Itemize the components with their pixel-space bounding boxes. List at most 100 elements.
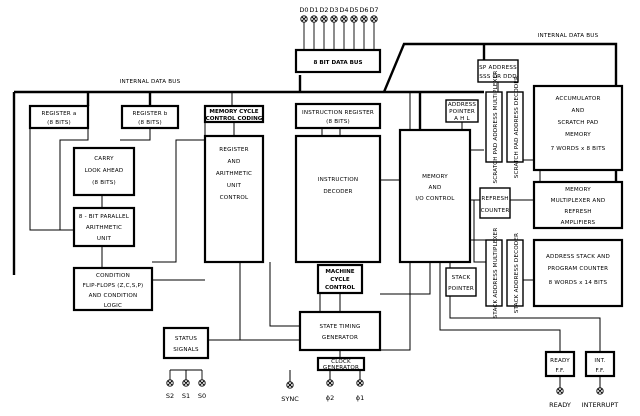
status-signals-block [162,326,210,360]
stack-pointer-line1: STACK [452,275,471,281]
memory-cycle-coding-line2: CONTROL CODING [206,116,263,122]
instruction-decoder-block [294,134,382,264]
register-a-block [28,104,90,130]
data-pin-symbols [300,15,378,50]
scratch-pad-mux-block [485,91,503,163]
pin-interrupt-label: INTERRUPT [582,401,619,409]
sp-address-line2: SSS OR DDD [479,74,516,80]
instruction-register-line1: INSTRUCTION REGISTER [302,110,374,116]
rau-line2: AND [228,159,241,165]
machine-cycle-control-block [316,263,364,295]
scratch-pad-decoder-label: SCRATCH PAD ADDRESS DECODER [514,76,520,178]
machine-cycle-line1: MACHINE [325,269,354,275]
pin-s0-label: S0 [198,392,206,400]
ready-ff-line1: READY [550,358,570,364]
condition-line2: FLIP-FLOPS (Z,C,S,P) [83,283,144,289]
int-ff-block [584,350,616,378]
stack-address-mux-label: STACK ADDRESS MULTIPLEXER [493,228,499,319]
decoder-line2: DECODER [323,189,352,195]
address-stack-line1: ADDRESS STACK AND [546,254,610,260]
stack-address-decoder-block [506,239,524,307]
memory-mux-line4: AMPLIFIERS [561,220,596,226]
rau-line1: REGISTER [219,147,248,153]
int-ff-line2: F.F. [596,368,605,374]
condition-flip-flops-block [72,266,154,312]
pin-s1-label: S1 [182,392,190,400]
mem-io-line1: MEMORY [422,174,448,180]
address-pointer-block [445,99,479,123]
address-pointer-line1: ADDRESS [448,102,477,108]
accumulator-line4: MEMORY [565,132,591,138]
mem-io-line2: AND [429,185,442,191]
instruction-register-block [294,102,382,130]
pin-sync-label: SYNC [281,395,299,403]
pin-d3-label: D3 [329,6,338,14]
scratch-pad-decoder-block [506,91,524,163]
decoder-line1: INSTRUCTION [318,177,359,183]
pin-phi2-label: ϕ2 [326,394,334,402]
accumulator-line1: ACCUMULATOR [555,96,600,102]
condition-line1: CONDITION [96,273,130,279]
data-pin-labels: D0 D1 D2 D3 D4 D5 D6 D7 [299,6,378,14]
internal-data-bus-label-right: INTERNAL DATA BUS [538,33,599,39]
data-bus-label: 8 BIT DATA BUS [314,60,363,66]
internal-data-bus-label-left: INTERNAL DATA BUS [120,79,181,85]
memory-cycle-coding-block [203,104,265,124]
ready-ff-line2: F.F. [556,368,565,374]
sp-address-line1: SP ADDRESS [479,65,517,71]
data-bus-block [294,48,382,74]
accumulator-block [532,84,624,172]
stack-address-mux-block [485,239,503,307]
pin-phi1-label: ϕ1 [356,394,364,402]
address-stack-line2: PROGRAM COUNTER [548,266,609,272]
state-timing-line2: GENERATOR [322,335,358,341]
pin-ready-label: READY [549,401,571,409]
register-b-block [120,104,180,130]
clock-line2: GENERATOR [323,365,359,371]
pin-d4-label: D4 [339,6,348,14]
stack-address-decoder-label: STACK ADDRESS DECODER [514,233,520,313]
accumulator-line3: SCRATCH PAD [558,120,599,126]
memory-mux-line3: REFRESH [564,209,591,215]
accumulator-line2: AND [572,108,585,114]
parallel-au-line2: ARITHMETIC [86,225,122,231]
pin-d6-label: D6 [359,6,368,14]
condition-line4: LOGIC [104,303,122,309]
pin-d1-label: D1 [309,6,318,14]
address-stack-line3: 8 WORDS x 14 BITS [549,280,608,286]
int-ff-line1: INT. [594,358,605,364]
sp-address-block [477,59,519,83]
pin-d0-label: D0 [299,6,308,14]
clock-generator-block [316,356,366,372]
register-a-line2: (8 BITS) [47,120,71,126]
stack-pointer-line2: POINTER [448,286,474,292]
register-a-line1: REGISTER a [42,111,77,117]
accumulator-line5: 7 WORDS x 8 BITS [551,146,606,152]
memory-mux-line1: MEMORY [565,187,591,193]
carry-look-ahead-block [72,146,136,197]
state-timing-line1: STATE TIMING [319,324,360,330]
rau-line4: UNIT [227,183,242,189]
address-stack-block [532,238,624,308]
machine-cycle-line3: CONTROL [325,285,355,291]
address-pointer-line3: A H L [454,116,470,122]
condition-line3: AND CONDITION [89,293,138,299]
carry-line1: CARRY [94,156,114,162]
rau-line5: CONTROL [220,195,249,201]
address-pointer-line2: POINTER [449,109,475,115]
memory-mux-refresh-block [532,180,624,230]
ready-ff-block [544,350,576,378]
instruction-register-line2: (8 BITS) [326,119,350,125]
pin-s2-label: S2 [166,392,174,400]
register-b-line2: (8 BITS) [138,120,162,126]
carry-line3: (8 BITS) [92,180,116,186]
rau-line3: ARITHMETIC [216,171,252,177]
parallel-au-line1: 8 - BIT PARALLEL [79,214,130,220]
memory-cycle-coding-line1: MEMORY CYCLE [209,109,258,115]
mem-io-line3: I/O CONTROL [415,196,455,202]
machine-cycle-line2: CYCLE [330,277,350,283]
memory-mux-line2: MULTIPLEXER AND [551,198,606,204]
pin-d5-label: D5 [349,6,358,14]
carry-line2: LOOK AHEAD [85,168,124,174]
